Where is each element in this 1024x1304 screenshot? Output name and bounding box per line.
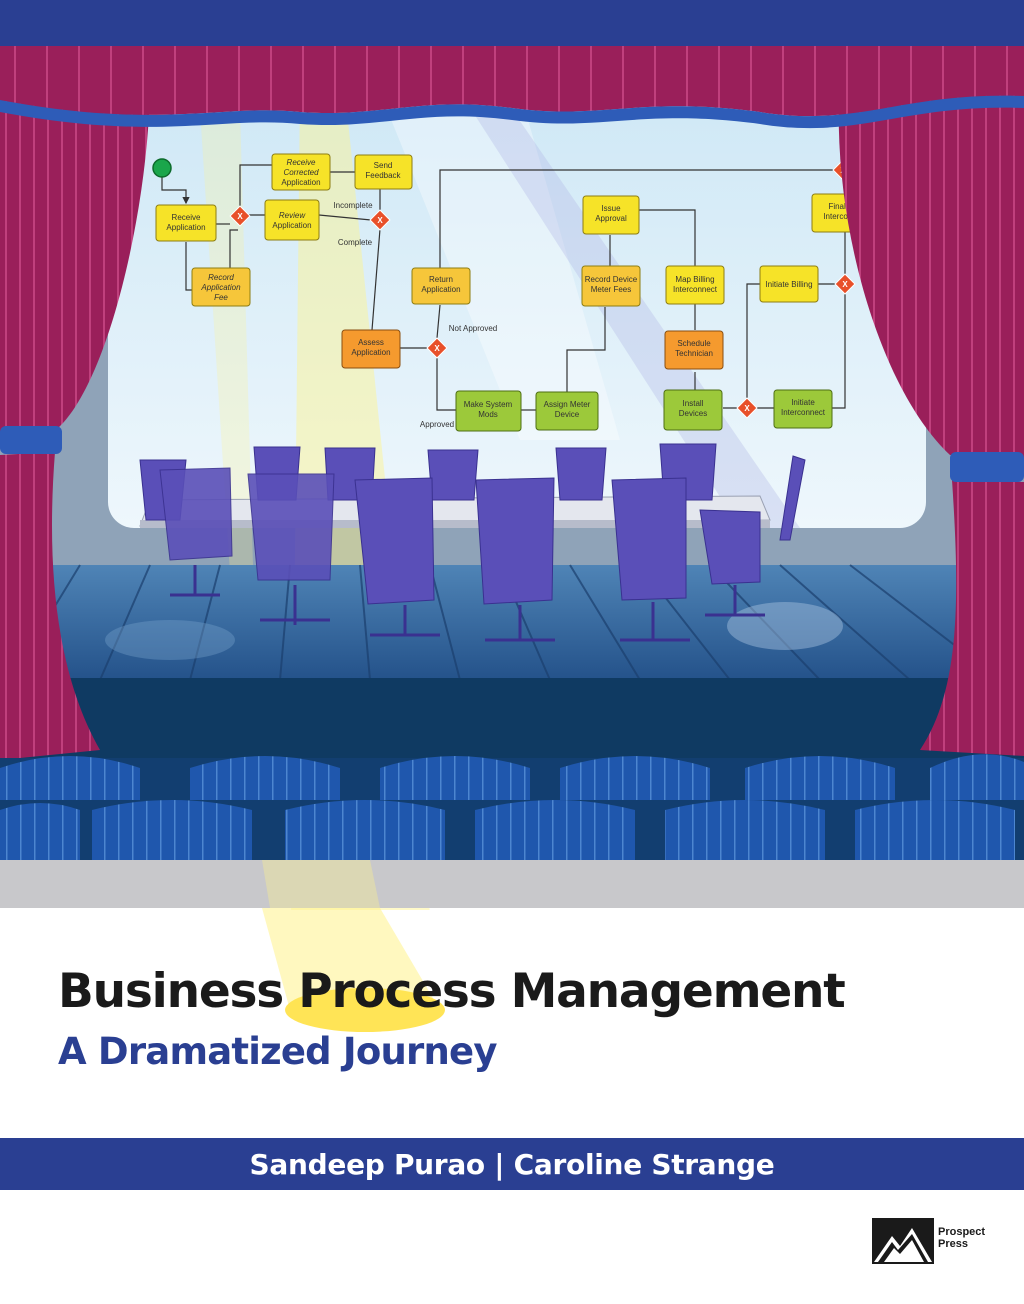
svg-text:Application: Application — [166, 223, 205, 232]
svg-text:Application: Application — [281, 178, 320, 187]
task-return-application: Return Application — [411, 267, 471, 305]
audience-seats — [0, 754, 1024, 860]
start-event — [152, 158, 172, 178]
task-assign-meter-device: Assign Meter Device — [535, 391, 599, 431]
svg-text:Devices: Devices — [679, 409, 707, 418]
task-schedule-technician: Schedule Technician — [664, 330, 724, 370]
svg-text:Assign Meter: Assign Meter — [544, 400, 591, 409]
gateway: X — [369, 209, 391, 231]
svg-text:X: X — [744, 404, 750, 413]
curtain-valance — [0, 46, 1024, 129]
stage-front — [0, 678, 1024, 758]
publisher-name-line: Press — [938, 1238, 968, 1250]
flow-label-approved: Approved — [420, 420, 454, 429]
task-receive-application: Receive Application — [155, 204, 217, 242]
svg-text:Corrected: Corrected — [283, 168, 319, 177]
svg-text:Map Billing: Map Billing — [675, 275, 714, 284]
svg-text:Technician: Technician — [675, 349, 713, 358]
publisher-name-line: Prospect — [938, 1226, 986, 1238]
task-record-application-fee: Record Application Fee — [191, 267, 251, 307]
task-initiate-billing: Initiate Billing — [759, 265, 819, 303]
svg-text:Receive: Receive — [172, 213, 201, 222]
mountain-icon — [872, 1218, 934, 1264]
svg-text:Application: Application — [421, 285, 460, 294]
svg-text:X: X — [377, 216, 383, 225]
stage-curtain-left — [0, 80, 150, 760]
svg-text:X: X — [434, 344, 440, 353]
gateway: X — [736, 397, 758, 419]
flow-label-not-approved: Not Approved — [449, 324, 497, 333]
svg-text:Mods: Mods — [478, 410, 498, 419]
publisher-logo: Prospect Press — [872, 1218, 994, 1264]
svg-text:Schedule: Schedule — [677, 339, 711, 348]
task-receive-corrected-application: Receive Corrected Application — [271, 153, 331, 191]
svg-text:Review: Review — [279, 211, 306, 220]
task-record-device-meter-fees: Record Device Meter Fees — [581, 265, 641, 307]
svg-text:Application: Application — [272, 221, 311, 230]
book-subtitle: A Dramatized Journey — [58, 1030, 497, 1073]
task-install-devices: Install Devices — [663, 389, 723, 431]
svg-text:Receive: Receive — [287, 158, 316, 167]
svg-text:Send: Send — [374, 161, 393, 170]
gray-divider — [0, 860, 1024, 908]
svg-text:Interconn: Interconn — [823, 212, 856, 221]
svg-text:Initiate: Initiate — [791, 398, 815, 407]
authors: Sandeep Purao | Caroline Strange — [249, 1147, 775, 1181]
task-issue-approval: Issue Approval — [582, 195, 640, 235]
svg-text:Install: Install — [683, 399, 704, 408]
task-make-system-mods: Make System Mods — [455, 390, 522, 432]
cover-illustration: Receive Application Record Application F… — [0, 0, 1024, 910]
task-map-billing-interconnect: Map Billing Interconnect — [665, 265, 725, 305]
svg-text:Fee: Fee — [214, 293, 228, 302]
svg-text:X: X — [842, 280, 848, 289]
svg-text:X: X — [237, 212, 243, 221]
svg-text:Device: Device — [555, 410, 580, 419]
gateway: X — [834, 273, 856, 295]
gateway: X — [229, 205, 251, 227]
task-initiate-interconnect: Initiate Interconnect — [773, 389, 833, 429]
svg-text:Approval: Approval — [595, 214, 627, 223]
svg-text:Initiate Billing: Initiate Billing — [765, 280, 812, 289]
svg-text:Record: Record — [208, 273, 234, 282]
svg-text:Return: Return — [429, 275, 453, 284]
conference-chairs — [139, 443, 806, 605]
svg-text:Application: Application — [200, 283, 241, 292]
svg-text:Application: Application — [351, 348, 390, 357]
svg-text:Record Device: Record Device — [585, 275, 638, 284]
task-review-application: Review Application — [264, 199, 320, 241]
svg-text:Issue: Issue — [601, 204, 621, 213]
publisher-name: Prospect Press — [938, 1226, 998, 1250]
process-diagram: Receive Application Record Application F… — [152, 153, 861, 432]
svg-text:Finaliz: Finaliz — [828, 202, 851, 211]
flow-label-incomplete: Incomplete — [333, 201, 373, 210]
svg-text:Feedback: Feedback — [365, 171, 401, 180]
svg-text:Interconnect: Interconnect — [673, 285, 718, 294]
svg-text:Meter Fees: Meter Fees — [591, 285, 631, 294]
gateway: X — [426, 337, 448, 359]
title-block: Business Process Management A Dramatized… — [58, 962, 978, 1076]
author-band: Sandeep Purao | Caroline Strange — [0, 1138, 1024, 1190]
task-assess-application: Assess Application — [341, 329, 401, 369]
stage-curtain-right — [838, 80, 1024, 756]
top-band — [0, 0, 1024, 48]
svg-text:Interconnect: Interconnect — [781, 408, 826, 417]
svg-text:Make System: Make System — [464, 400, 513, 409]
task-send-feedback: Send Feedback — [354, 154, 413, 190]
flow-label-complete: Complete — [338, 238, 373, 247]
svg-text:Assess: Assess — [358, 338, 384, 347]
book-title: Business Process Management — [58, 964, 846, 1019]
